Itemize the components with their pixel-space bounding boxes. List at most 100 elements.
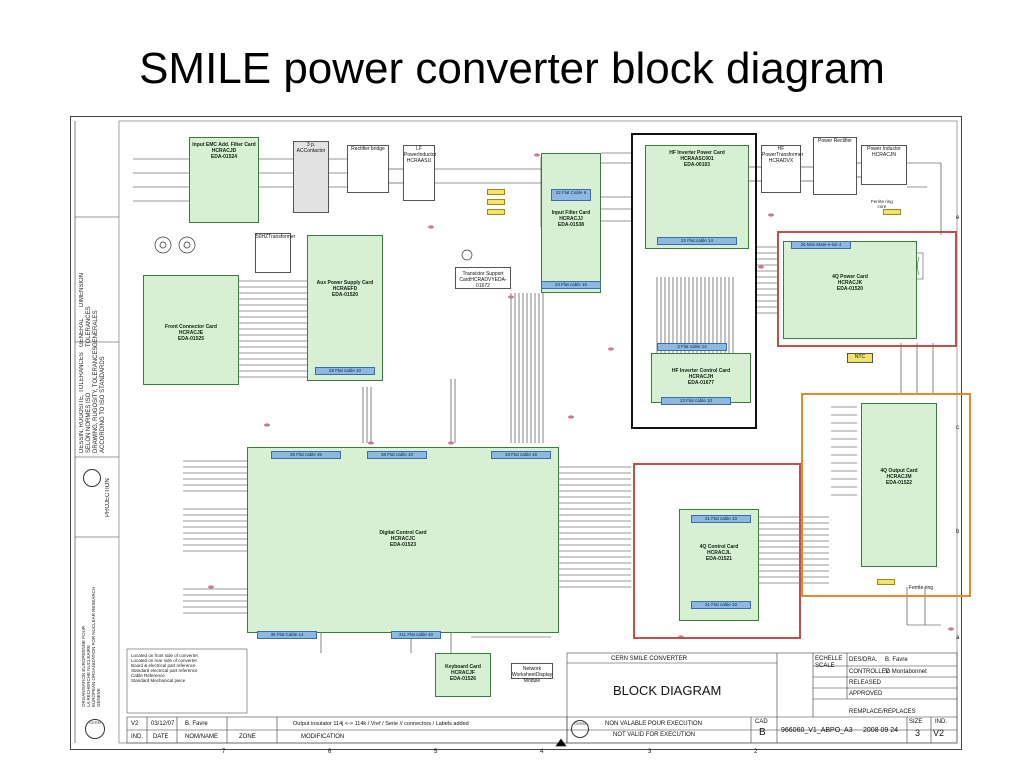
- cable-22: 22 Flat cable 14: [657, 237, 737, 245]
- grid-number: 7: [222, 749, 226, 755]
- 4q-power-frame: [777, 231, 957, 347]
- cern-logo-icon: CERN: [85, 719, 105, 739]
- grid-letter: e: [956, 215, 960, 221]
- projection-symbol-icon: [83, 469, 101, 487]
- cad-value: B: [759, 727, 766, 738]
- transistor-support-card: Transistor Support CardHCRADVYEDA-01672: [455, 267, 511, 289]
- ac-contactor: 3 p. ACContactor: [293, 141, 329, 213]
- dimension-label: DIMENSION: [79, 272, 85, 307]
- hdr-ind: IND.: [131, 734, 143, 740]
- legend-item: Board & electrical part reference: [131, 663, 196, 668]
- grid-number: 5: [434, 749, 438, 755]
- cable-35: 35 Flat Cable 14: [257, 631, 317, 639]
- cable-311: 311 Flat cable 40: [391, 631, 441, 639]
- non-valable-note: NON VALABLE POUR EXECUTION: [605, 721, 702, 727]
- hdr-modification: MODIFICATION: [301, 734, 345, 740]
- cable-23: 23 Flat cable 10: [661, 397, 731, 405]
- size-value: 3: [915, 728, 921, 738]
- part-tag-4: [883, 209, 901, 215]
- size-label: SIZE: [909, 719, 923, 725]
- hdr-date: DATE: [153, 734, 169, 740]
- hdr-name: NOM/NAME: [185, 734, 218, 740]
- document-number: 966060_V1_ABPO_A3: [781, 727, 853, 734]
- legend-item: Located on front side of converter.: [131, 653, 200, 658]
- 4q-output-frame: [801, 393, 971, 597]
- slide-title: SMILE power converter block diagram: [139, 44, 885, 93]
- replaces-label: REMPLACE/REPLACES: [849, 709, 916, 715]
- rectifier-bridge: Rectifier bridge: [347, 145, 389, 193]
- rev-modification: Output insulator 114j <-> 114k / Vref / …: [293, 721, 469, 727]
- cable-25: 25 Flat cable 10: [315, 367, 375, 375]
- grid-number: 2: [754, 749, 758, 755]
- cable-24: 24 Flat cable 16: [541, 281, 601, 289]
- cable-31: 31 Flat cable 10: [691, 601, 751, 609]
- legend-item: Cable Reference: [131, 673, 165, 678]
- drawing-title: BLOCK DIAGRAM: [613, 683, 722, 698]
- released-label: RELEASED: [849, 680, 882, 686]
- approved-label: APPROVED: [849, 691, 883, 697]
- legend: Located on front side of converter. Loca…: [131, 653, 247, 683]
- ind-label: IND.: [935, 719, 947, 725]
- grid-number: 6: [328, 749, 332, 755]
- des-dra-label: DES/DRA.: [849, 657, 878, 663]
- projection-label: PROJECTION: [105, 478, 111, 517]
- grid-number: 4: [540, 749, 544, 755]
- part-tag-5: [877, 579, 895, 585]
- part-tag-2: [487, 199, 505, 205]
- legend-item: Standard Mechanical piece: [131, 678, 186, 683]
- lf-power-inductor: LF PowerInductor HCRAASU: [403, 145, 436, 201]
- grid-number: 3: [648, 749, 652, 755]
- part-tag-1: [487, 189, 505, 195]
- ntc-sensor: NTC: [847, 353, 873, 363]
- ind-value: V2: [933, 728, 945, 738]
- cable-3: 3 Flat cable 14: [657, 343, 727, 351]
- display-module: Network WorksheetDisplay Module: [511, 663, 553, 684]
- 4q-control-frame: [633, 463, 801, 639]
- legend-item: Located on rear side of converter.: [131, 658, 199, 663]
- legend-item: Standard electrical part reference: [131, 668, 198, 673]
- cable-38: 38 Flat cable 10: [367, 451, 427, 459]
- cable-33: 33 Flat cable 16: [491, 451, 551, 459]
- rev-name: B. Favre: [185, 721, 208, 727]
- power-rectifier: Power Rectifier: [813, 137, 857, 195]
- date-stamp: 2008 09 24: [863, 727, 899, 734]
- controlled-label: CONTROLLED: [849, 669, 891, 675]
- cable-32: 32 Flat Cable 6: [551, 189, 591, 201]
- des-dra-name: B. Favre: [885, 657, 908, 663]
- power-inductor: Power Inductor HCRACJN: [861, 145, 907, 185]
- grid-letter: c: [956, 425, 959, 431]
- grid-letter: a: [956, 635, 960, 641]
- hf-inverter-frame: [631, 133, 757, 429]
- cable-36: 36 Flat cable 36: [271, 451, 341, 459]
- cern-title-logo-icon: CERN: [571, 720, 589, 738]
- hdr-zone: ZONE: [239, 734, 256, 740]
- cable-26: 26 Mini Mate-n-lok 4: [791, 241, 851, 249]
- ferrite-ring-2: Ferrite ring: [908, 585, 934, 591]
- rev-date: 03/12/07: [151, 721, 175, 727]
- 50hz-transformer: 50HZTransformer: [255, 233, 295, 273]
- not-valid-note: NOT VALID FOR EXECUTION: [613, 732, 696, 738]
- project-name: CERN SMILE CONVERTER: [611, 656, 687, 662]
- scale-label: SCALE: [815, 663, 835, 669]
- controlled-name: V. Montabonnet: [885, 669, 927, 675]
- rev-ind: V2: [131, 721, 139, 727]
- cad-label: CAD: [755, 719, 768, 725]
- grid-letter: b: [956, 529, 960, 535]
- cable-21: 21 Flat cable 10: [691, 515, 751, 523]
- part-tag-3: [487, 209, 505, 215]
- echelle-label: ECHELLE: [815, 656, 843, 662]
- hf-power-transformer: HF PowerTransformer HCRADVX: [761, 145, 803, 193]
